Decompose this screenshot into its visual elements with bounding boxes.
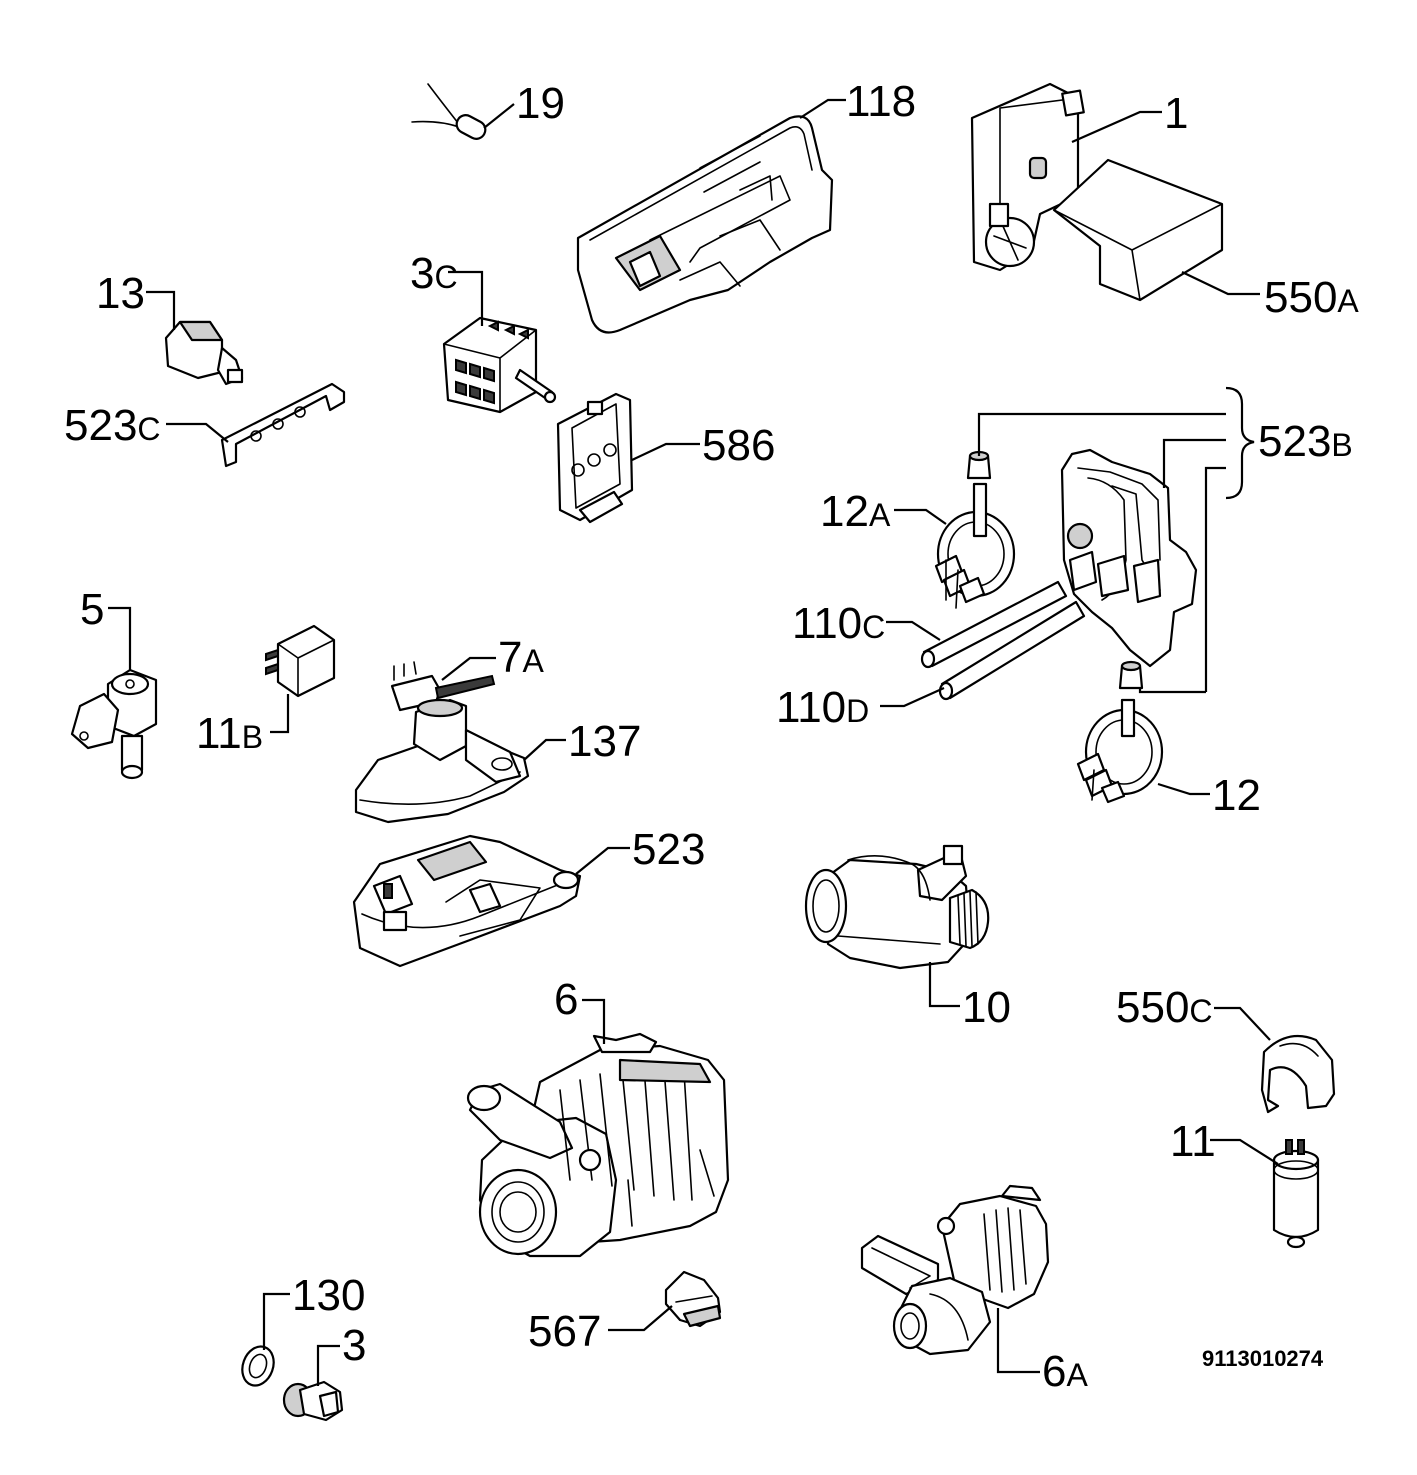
catalog-number: 9113010274 (1202, 1346, 1324, 1371)
label-11b: 11B (196, 709, 263, 758)
label-7a: 7A (498, 633, 544, 682)
label-12a: 12A (820, 487, 891, 536)
label-130: 130 (292, 1271, 365, 1320)
label-118: 118 (846, 77, 916, 126)
part-137-cover (354, 698, 530, 824)
part-12-pressure-switch (1076, 698, 1164, 804)
label-10: 10 (962, 983, 1011, 1032)
label-567: 567 (528, 1307, 601, 1356)
label-3c: 3C (410, 249, 458, 298)
part-523-base-housing (352, 834, 582, 968)
part-118-panel-housing (576, 115, 834, 334)
label-19: 19 (516, 79, 565, 128)
label-12: 12 (1212, 771, 1261, 820)
part-6a-drain-pump (860, 1184, 1050, 1356)
label-110d: 110D (776, 683, 869, 732)
part-6-circulation-pump (466, 1032, 730, 1258)
label-523b: 523B (1258, 417, 1353, 466)
label-550a: 550A (1264, 273, 1359, 322)
label-5: 5 (80, 585, 104, 634)
label-3: 3 (342, 1321, 366, 1370)
part-523b-bracket-assembly (1060, 448, 1198, 668)
part-3-plug (282, 1380, 344, 1422)
part-586-bracket-plate (556, 392, 634, 524)
part-130-ring (241, 1345, 275, 1387)
part-10-heater (804, 844, 990, 970)
part-550c-cap (1260, 1034, 1336, 1114)
part-5-inlet-valve (70, 668, 158, 780)
part-523b-cap-lower (1118, 660, 1144, 690)
part-19-sensor (411, 83, 487, 140)
label-523c: 523C (64, 401, 161, 450)
part-523c-bracket (220, 382, 346, 468)
leader-lines (108, 98, 1279, 1386)
part-550a-box (1052, 158, 1224, 302)
label-137: 137 (568, 717, 641, 766)
label-6: 6 (554, 975, 578, 1024)
part-110c-hose (920, 580, 1068, 669)
label-110c: 110C (792, 599, 885, 648)
label-11: 11 (1170, 1117, 1216, 1166)
part-567-block (664, 1270, 722, 1328)
label-523: 523 (632, 825, 705, 874)
part-3c-rotary-switch (442, 316, 557, 414)
label-550c: 550C (1116, 983, 1213, 1032)
callout-labels: 19 118 1 550A 13 3C 523C 586 523B 12A 5 … (64, 77, 1359, 1396)
label-13: 13 (96, 269, 145, 318)
part-11b-relay (265, 624, 336, 698)
part-11-capacitor (1272, 1139, 1320, 1249)
label-586: 586 (702, 421, 775, 470)
part-1-timer (970, 82, 1085, 272)
label-1: 1 (1164, 89, 1188, 138)
part-13-switch (164, 320, 244, 386)
part-12a-pressure-switch (934, 482, 1016, 609)
part-110d-hose (938, 600, 1086, 701)
label-6a: 6A (1042, 1347, 1088, 1396)
